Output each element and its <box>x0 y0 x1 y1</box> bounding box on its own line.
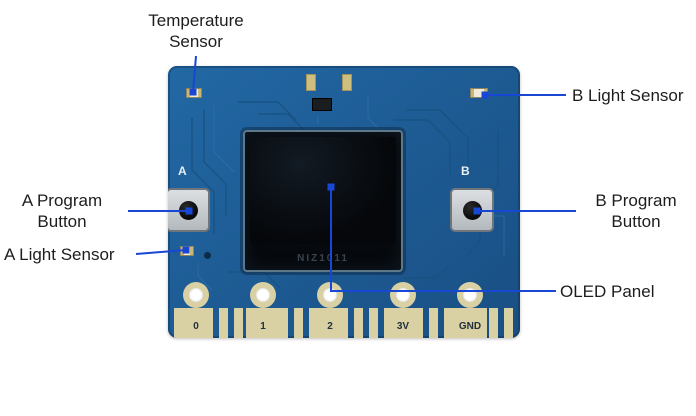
top-chip <box>312 98 332 111</box>
pin-1-ring <box>250 282 276 308</box>
pin-0-label: 0 <box>179 308 213 338</box>
pin-2-ring <box>317 282 343 308</box>
label-temperature-sensor: Temperature Sensor <box>148 11 244 51</box>
pin-2-hole <box>323 288 337 302</box>
oled-panel: NIZ1011 <box>243 130 403 272</box>
pin-0: 0 <box>178 282 214 338</box>
pin-3v-label: 3V <box>386 308 420 338</box>
label-b-program-button: B Program Button <box>595 191 677 231</box>
temperature-sensor-component <box>186 88 202 98</box>
label-a-light-sensor: A Light Sensor <box>4 245 115 264</box>
pin-3v-ring <box>390 282 416 308</box>
pin-gnd-ring <box>457 282 483 308</box>
pin-gnd: GND <box>452 282 488 338</box>
button-b-cap <box>462 200 482 220</box>
pin-1: 1 <box>245 282 281 338</box>
label-b-light-sensor: B Light Sensor <box>572 86 684 105</box>
label-oled-panel: OLED Panel <box>560 282 655 301</box>
pin-2: 2 <box>312 282 348 338</box>
pin-1-hole <box>256 288 270 302</box>
silkscreen-b-label: B <box>461 164 470 178</box>
a-light-sensor-component <box>180 246 194 256</box>
silkscreen-a-label: A <box>178 164 187 178</box>
pin-2-label: 2 <box>313 308 347 338</box>
pin-0-ring <box>183 282 209 308</box>
pin-0-hole <box>189 288 203 302</box>
b-light-sensor-component <box>470 88 488 98</box>
pin-3v-hole <box>396 288 410 302</box>
top-pad-left <box>306 74 316 91</box>
oled-caption-text: NIZ1011 <box>297 253 349 264</box>
label-a-program-button: A Program Button <box>21 191 103 231</box>
button-a <box>168 188 210 232</box>
microcontroller-board: NIZ1011 A B 0 1 2 3V <box>168 66 520 338</box>
pin-1-label: 1 <box>246 308 280 338</box>
pin-3v: 3V <box>385 282 421 338</box>
button-a-cap <box>178 200 198 220</box>
a-light-sensor-dot <box>204 252 211 259</box>
oled-screen <box>250 137 396 244</box>
top-pad-right <box>342 74 352 91</box>
pin-gnd-hole <box>463 288 477 302</box>
pin-gnd-label: GND <box>453 308 487 338</box>
button-b <box>450 188 494 232</box>
